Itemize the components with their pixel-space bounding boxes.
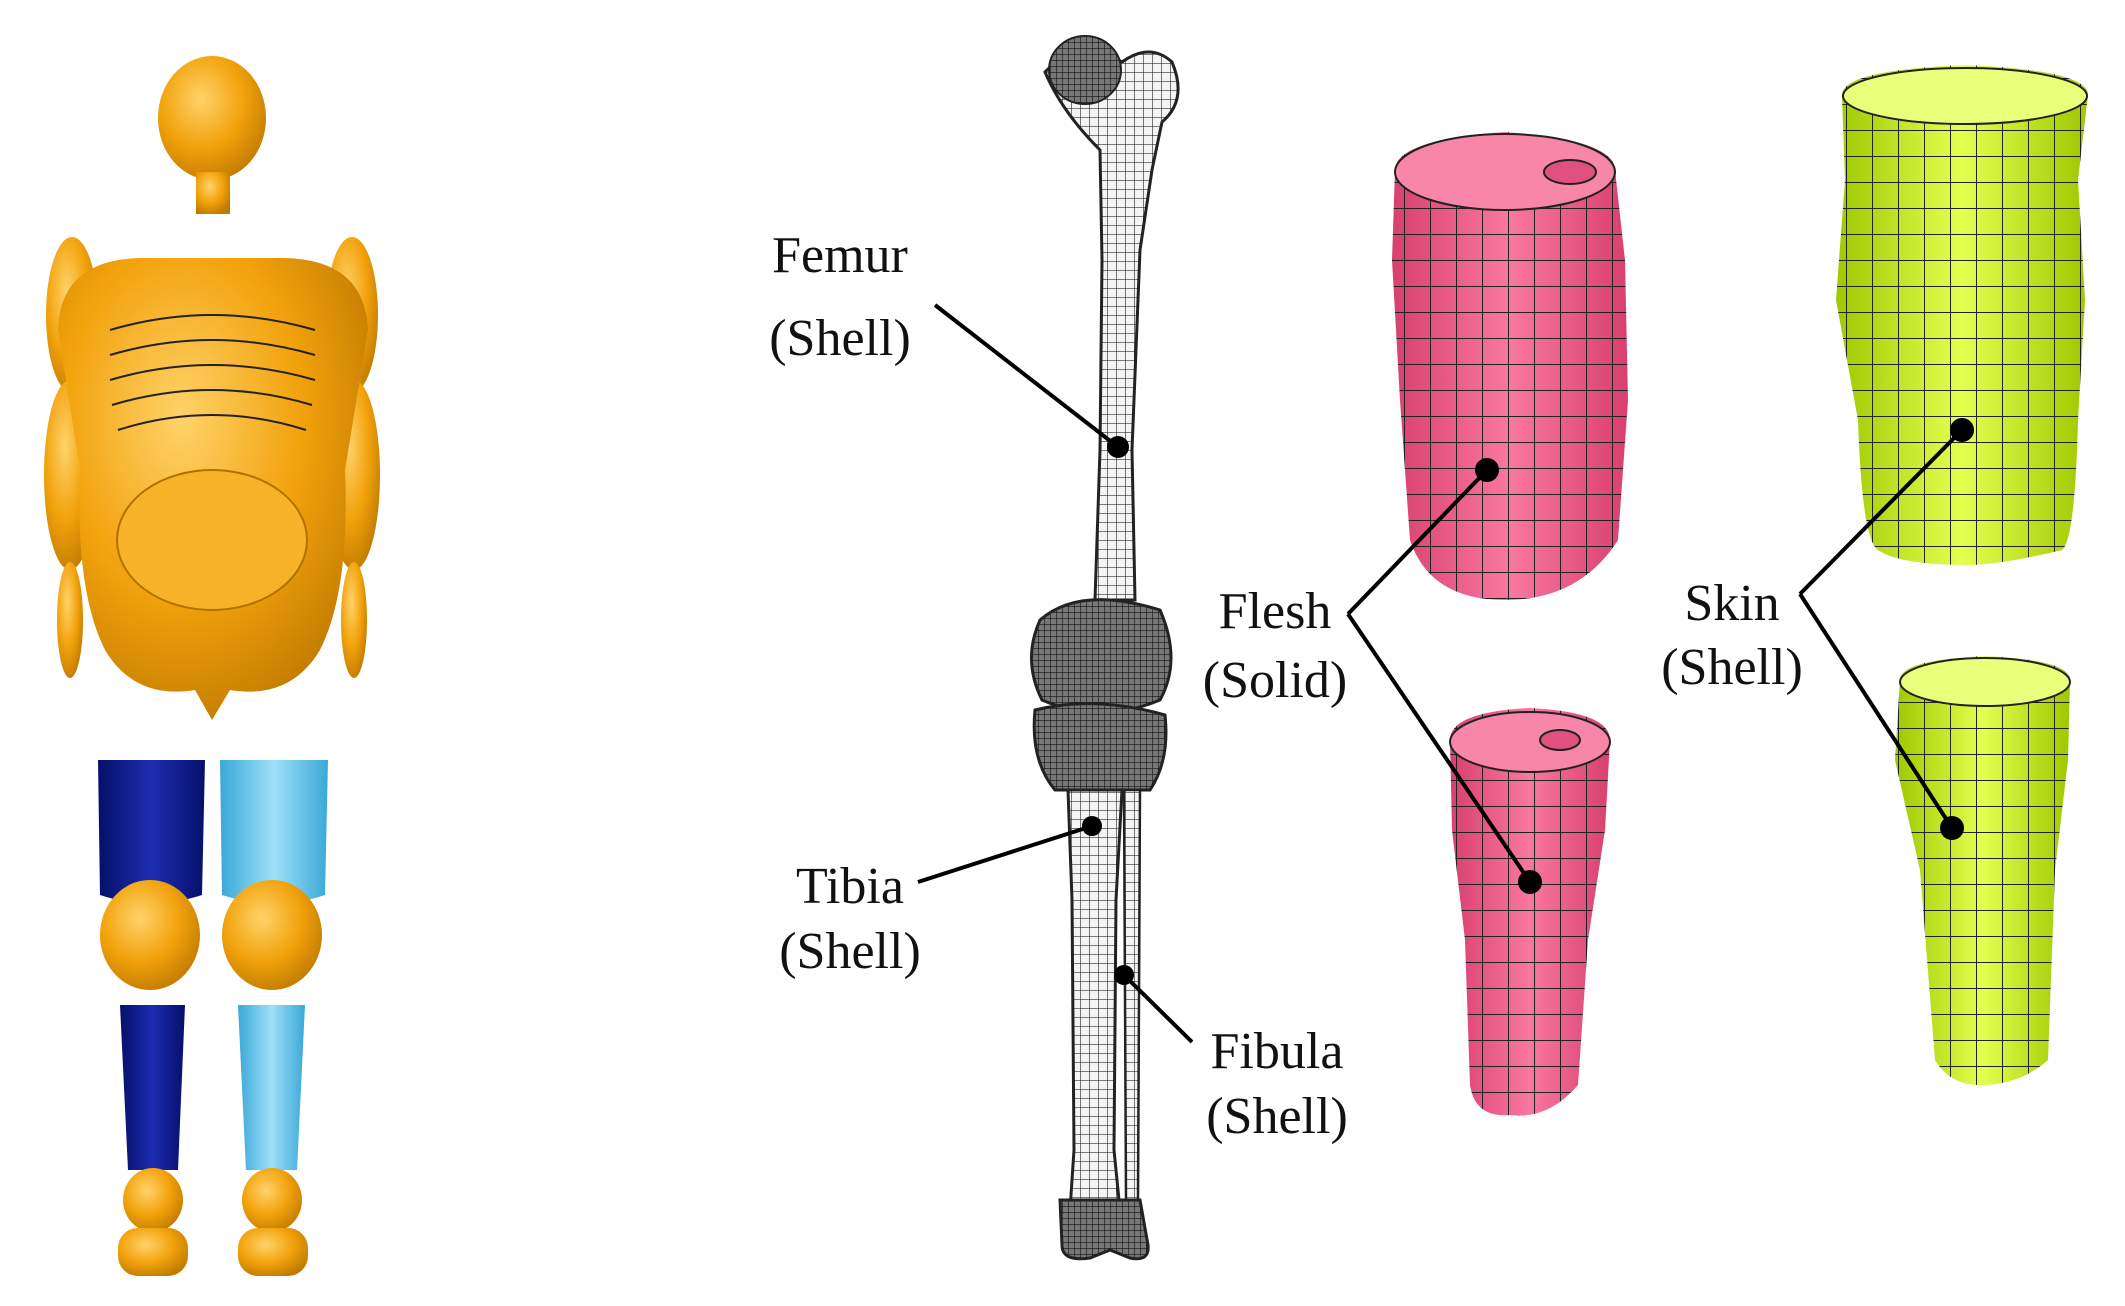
dummy-right-leg [220,760,328,1276]
tibia-dot [1082,816,1102,836]
tibia-mesh [1068,790,1122,1210]
bone-mesh [1031,36,1178,1259]
tibia-type-label: (Shell) [779,923,921,980]
fibula-mesh [1124,790,1140,1200]
ankle-mesh [1060,1200,1148,1259]
fibula-type-label: (Shell) [1206,1088,1348,1145]
skin-label: Skin [1684,575,1779,632]
flesh-label: Flesh [1219,583,1332,640]
fibula-dot [1114,965,1134,985]
femur-label: Femur [772,227,908,284]
skin-dot-upper [1950,418,1974,442]
skin-type-label: (Shell) [1661,639,1803,696]
flesh-lower-mesh [1450,708,1610,1116]
dummy-torso [58,258,368,720]
flesh-dot-upper [1475,458,1499,482]
flesh-dot-lower [1518,870,1542,894]
fibula-label: Fibula [1211,1023,1344,1080]
skin-upper-mesh [1836,65,2088,565]
skin-lower-mesh [1895,656,2070,1085]
femur-mesh [1045,36,1178,600]
femur-dot [1107,436,1129,458]
dummy-head [158,56,266,214]
dummy-model [44,56,380,1276]
skin-dot-lower [1940,816,1964,840]
femur-leader [935,305,1118,447]
tibia-label: Tibia [796,858,904,915]
callout-labels: Femur (Shell) Tibia (Shell) Fibula (Shel… [769,227,1803,1145]
flesh-type-label: (Solid) [1203,652,1347,709]
dummy-left-leg [98,760,205,1276]
knee-mesh [1031,600,1171,790]
tibia-leader [918,826,1092,882]
femur-type-label: (Shell) [769,310,911,367]
